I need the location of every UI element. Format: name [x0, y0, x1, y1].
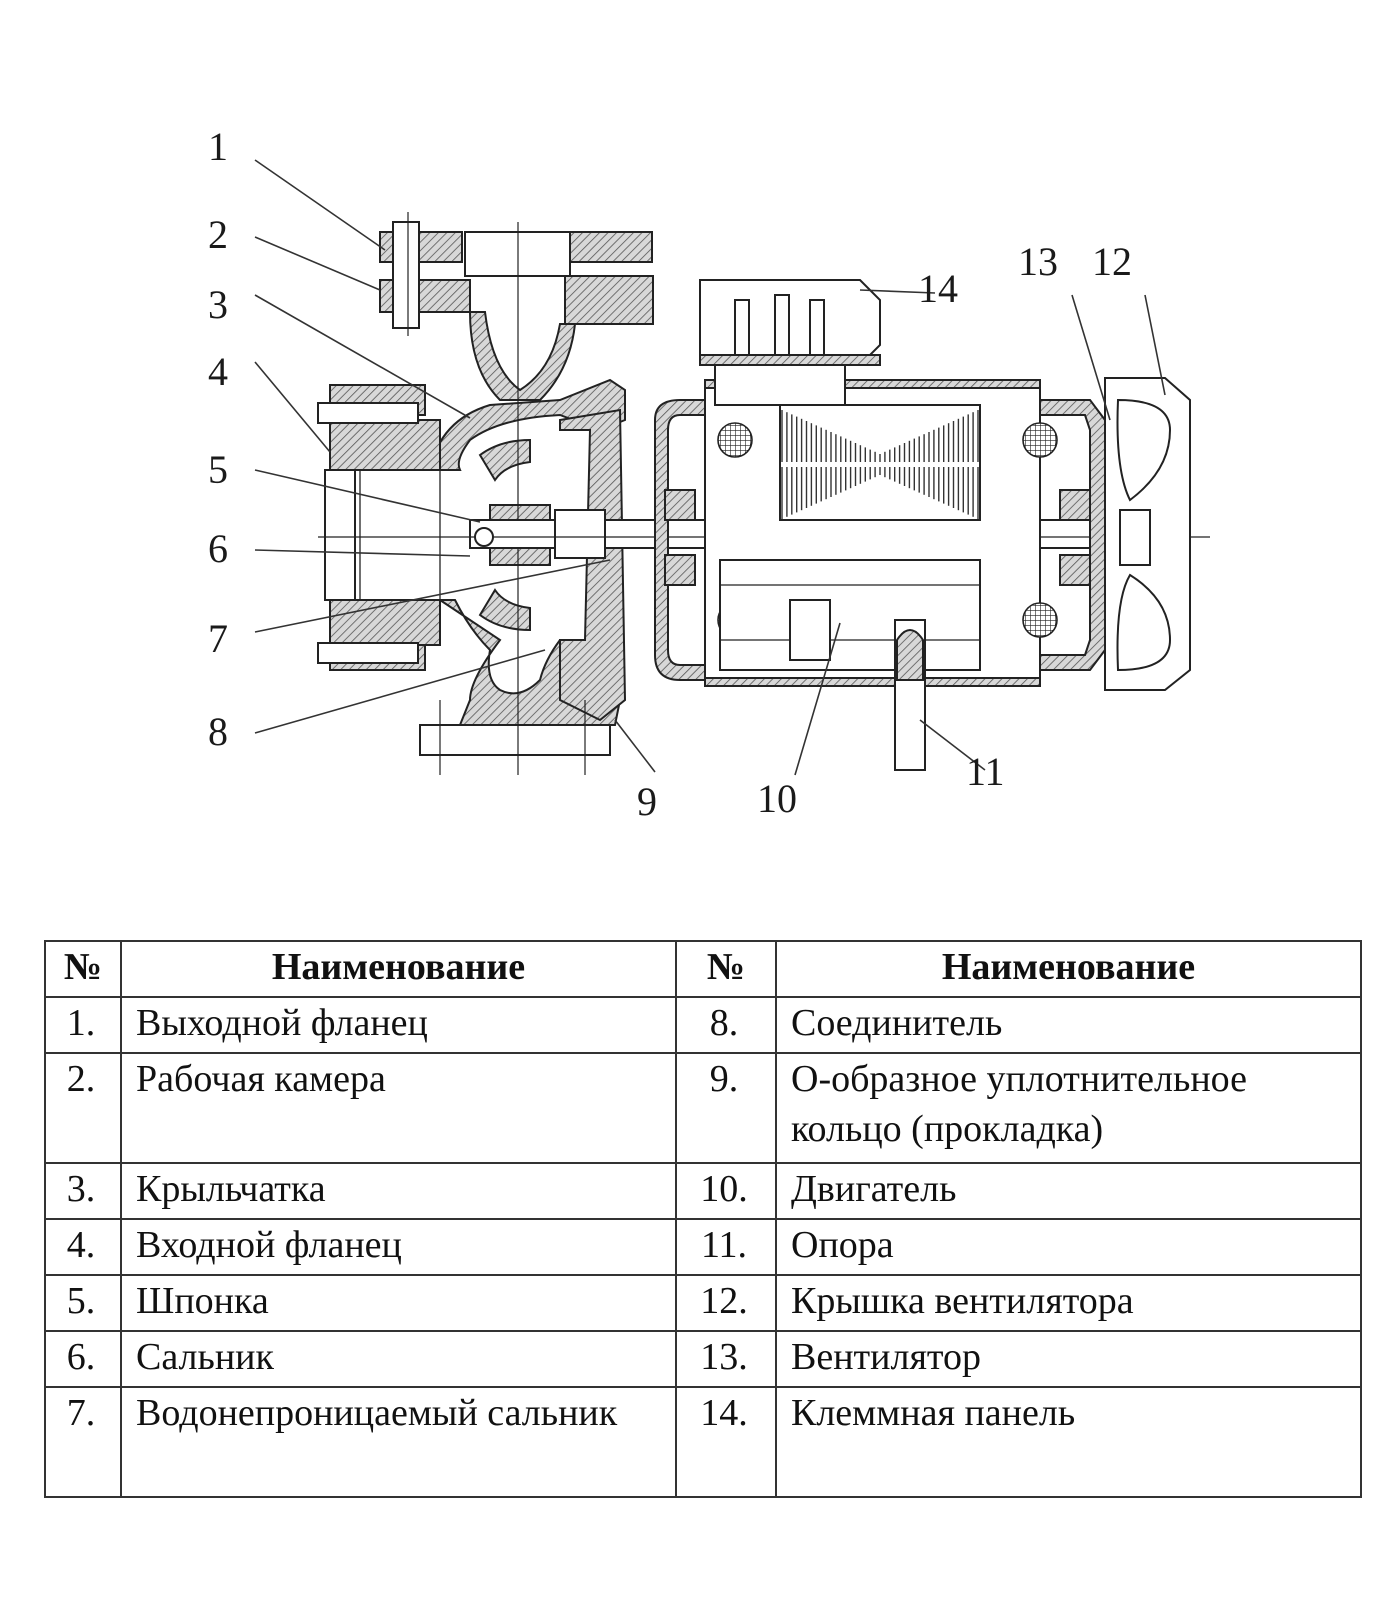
leader-1 [254, 159, 386, 251]
leader-lines [254, 159, 1166, 776]
callout-4: 4 [208, 349, 228, 394]
winding-coil [717, 422, 753, 458]
table-row: 4. Входной фланец 11. Опора [44, 1218, 1362, 1276]
part-number: 13. [675, 1330, 777, 1388]
leader-2 [254, 236, 381, 291]
callout-14: 14 [918, 266, 958, 311]
table-row: 3. Крыльчатка 10. Двигатель [44, 1162, 1362, 1220]
part-number: 9. [675, 1052, 777, 1164]
header-name-left: Наименование [120, 940, 677, 998]
motor [654, 379, 1106, 687]
leader-7 [254, 559, 611, 633]
callout-9: 9 [637, 779, 657, 824]
leader-9 [614, 719, 656, 773]
part-name: О-образное уплотнительное кольцо (прокла… [775, 1052, 1362, 1164]
header-number-left: № [44, 940, 122, 998]
leader-11 [919, 719, 986, 771]
table-row: 2. Рабочая камера 9. О-образное уплотнит… [44, 1052, 1362, 1164]
outlet-flange-right [569, 231, 653, 263]
part-name: Крышка вентилятора [775, 1274, 1362, 1332]
callout-13: 13 [1018, 239, 1058, 284]
part-number: 3. [44, 1162, 122, 1220]
part-number: 2. [44, 1052, 122, 1164]
part-number: 6. [44, 1330, 122, 1388]
bolt [392, 221, 420, 329]
callout-1: 1 [208, 124, 228, 169]
part-number: 8. [675, 996, 777, 1054]
part-number: 11. [675, 1218, 777, 1276]
table-row: 1. Выходной фланец 8. Соединитель [44, 996, 1362, 1054]
terminal-box [699, 279, 881, 406]
table-row: 7. Водонепроницаемый сальник 14. Клеммна… [44, 1386, 1362, 1498]
impeller [478, 438, 531, 482]
pump-foot [419, 724, 611, 756]
leader-5 [254, 469, 481, 523]
part-number: 14. [675, 1386, 777, 1498]
leader-3 [254, 294, 471, 419]
leader-13 [1071, 294, 1111, 421]
callout-labels: 1 2 3 4 5 6 7 8 9 10 11 12 13 14 [208, 124, 1132, 824]
part-number: 12. [675, 1274, 777, 1332]
leader-6 [254, 549, 471, 557]
part-name: Клеммная панель [775, 1386, 1362, 1498]
callout-5: 5 [208, 447, 228, 492]
leader-4 [254, 361, 331, 453]
leader-8 [254, 649, 546, 734]
part-name: Выходной фланец [120, 996, 677, 1054]
part-name: Вентилятор [775, 1330, 1362, 1388]
part-number: 1. [44, 996, 122, 1054]
part-name: Водонепроницаемый сальник [120, 1386, 677, 1498]
fan-blade [1116, 398, 1172, 502]
callout-2: 2 [208, 212, 228, 257]
header-name-right: Наименование [775, 940, 1362, 998]
support-foot [894, 619, 926, 771]
fan-and-cover [1104, 377, 1191, 691]
leader-12 [1144, 294, 1166, 396]
callout-12: 12 [1092, 239, 1132, 284]
table-header-row: № Наименование № Наименование [44, 940, 1362, 998]
callout-10: 10 [757, 776, 797, 821]
part-name: Опора [775, 1218, 1362, 1276]
leader-10 [794, 622, 841, 776]
part-name: Крыльчатка [120, 1162, 677, 1220]
pump-housing [317, 212, 654, 775]
part-name: Двигатель [775, 1162, 1362, 1220]
header-number-right: № [675, 940, 777, 998]
part-name: Входной фланец [120, 1218, 677, 1276]
table-row: 5. Шпонка 12. Крышка вентилятора [44, 1274, 1362, 1332]
table-row: 6. Сальник 13. Вентилятор [44, 1330, 1362, 1388]
stator [779, 404, 981, 521]
leader-14 [859, 289, 936, 294]
callout-6: 6 [208, 526, 228, 571]
callout-11: 11 [966, 749, 1005, 794]
pump-sectional-diagram: 1 2 3 4 5 6 7 8 9 10 11 12 13 14 [208, 124, 1210, 824]
callout-7: 7 [208, 616, 228, 661]
callout-8: 8 [208, 709, 228, 754]
callout-3: 3 [208, 282, 228, 327]
part-number: 4. [44, 1218, 122, 1276]
part-name: Сальник [120, 1330, 677, 1388]
part-name: Соединитель [775, 996, 1362, 1054]
part-name: Шпонка [120, 1274, 677, 1332]
part-name: Рабочая камера [120, 1052, 677, 1164]
part-number: 5. [44, 1274, 122, 1332]
parts-table: № Наименование № Наименование 1. Выходно… [44, 940, 1362, 1498]
part-number: 10. [675, 1162, 777, 1220]
part-number: 7. [44, 1386, 122, 1498]
